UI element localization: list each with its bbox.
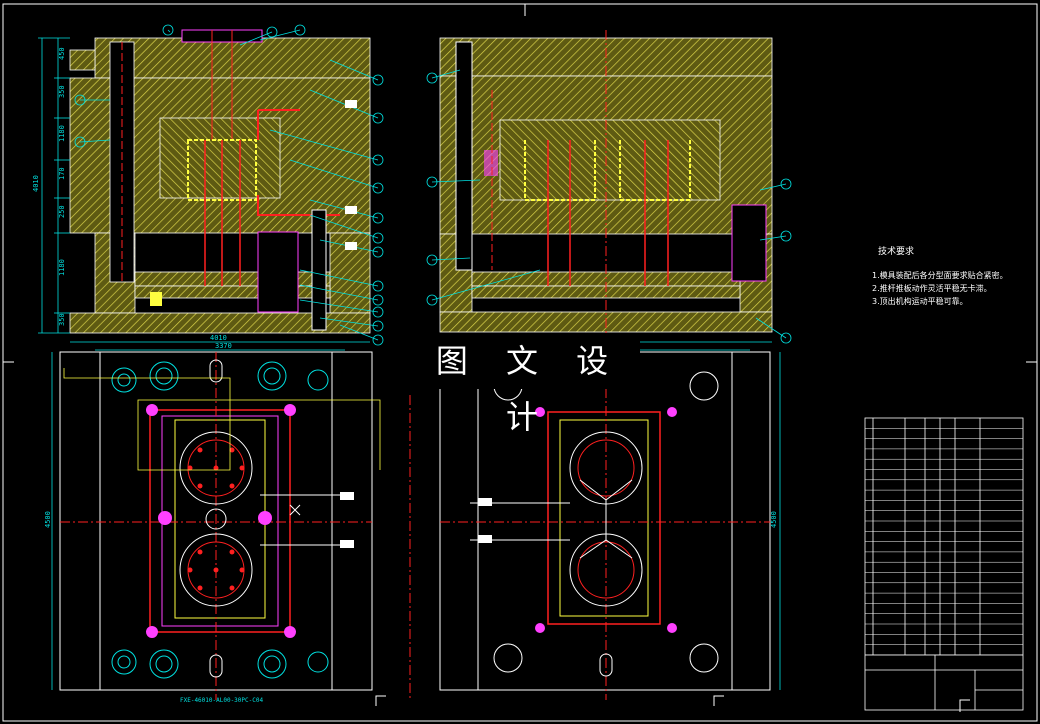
left-plan-view xyxy=(59,351,381,700)
notes-title: 技术要求 xyxy=(878,247,915,257)
note-line: 2.推杆推板动作灵活平稳无卡滞。 xyxy=(872,284,992,293)
side-dim: 4500 xyxy=(44,511,52,528)
top-dim-1: 4010 xyxy=(210,334,227,342)
top-dim-2: 3370 xyxy=(215,342,232,350)
note-line: 3.顶出机构运动平稳可靠。 xyxy=(872,297,968,306)
dim-label: 450 xyxy=(58,47,66,60)
dim-label: 170 xyxy=(58,167,66,180)
part-balloons-left xyxy=(74,24,384,346)
dim-label: 1180 xyxy=(58,259,66,276)
left-section-view xyxy=(69,29,371,334)
left-dimension-chain xyxy=(38,37,70,334)
part-balloons-right xyxy=(426,69,792,344)
bottom-label: FXE-46010-AL00-30PC-C04 xyxy=(180,697,263,704)
dim-label: 350 xyxy=(58,85,66,98)
dim-total-label: 4010 xyxy=(32,175,40,192)
right-plan-view xyxy=(439,351,771,700)
left-dim-labels: 4010 450 350 1180 170 250 1180 350 xyxy=(32,47,66,326)
title-block xyxy=(864,417,1024,711)
bom-rows xyxy=(865,428,1023,656)
right-section-view xyxy=(439,30,773,338)
side-dim-right: 4500 xyxy=(770,511,778,528)
dim-label: 250 xyxy=(58,205,66,218)
left-side-screws xyxy=(345,100,357,250)
watermark: 图 文 设 计 xyxy=(418,333,640,436)
technical-notes: 技术要求 1.模具装配后各分型面要求贴合紧密。 2.推杆推板动作灵活平稳无卡滞。… xyxy=(872,246,1032,308)
dim-label: 1180 xyxy=(58,125,66,142)
dim-label: 350 xyxy=(58,313,66,326)
note-line: 1.模具装配后各分型面要求贴合紧密。 xyxy=(872,271,1008,280)
